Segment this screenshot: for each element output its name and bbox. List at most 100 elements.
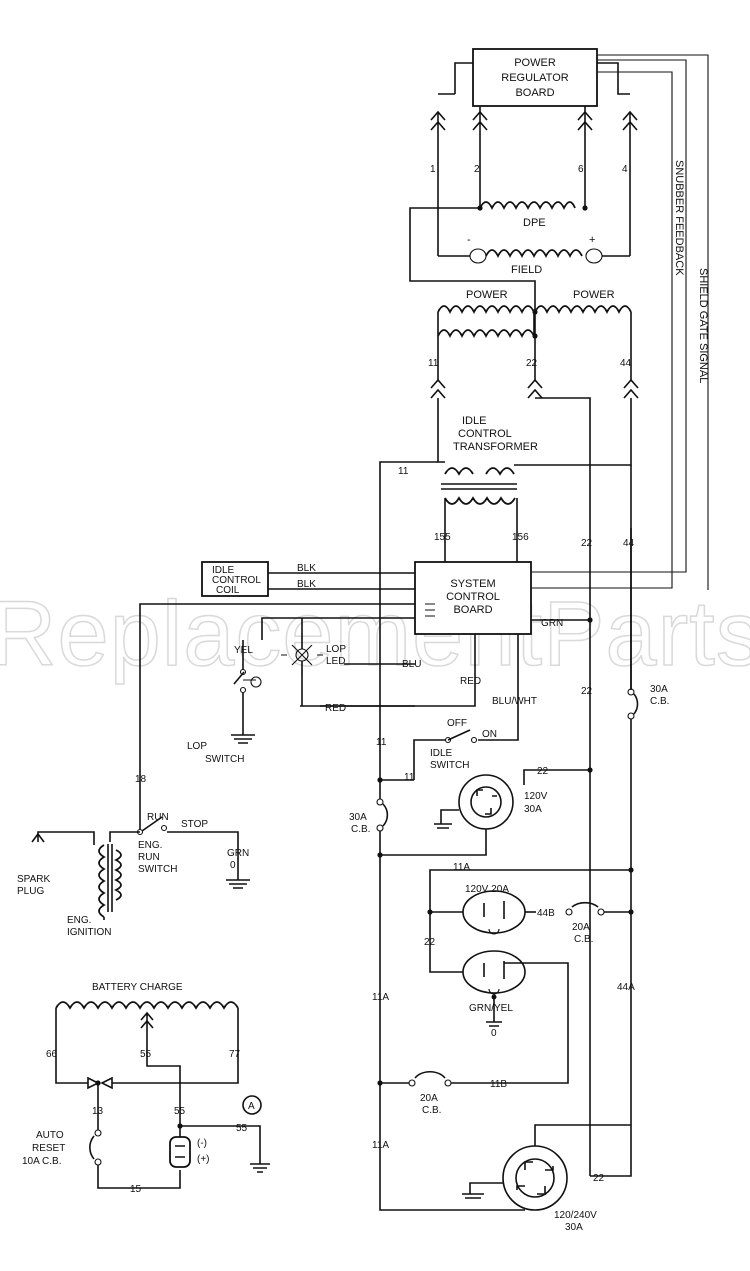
cb-20a-right: 20A C.B. (565, 901, 605, 945)
run-label: RUN (147, 812, 169, 823)
outlet-240-label-2: 30A (565, 1222, 583, 1233)
field-plus: + (589, 234, 595, 246)
wire-11-left: 11 (398, 466, 409, 477)
idle-control-coil: IDLE CONTROL COIL (201, 561, 269, 597)
cb-20a-right-2: C.B. (574, 934, 593, 945)
wire-4-label: 4 (622, 164, 628, 175)
wire-red-1: RED (460, 676, 481, 687)
battery: (-) (+) (169, 1136, 210, 1168)
auto-reset-cb: AUTO RESET 10A C.B. (22, 1129, 102, 1167)
auto-reset-label-1: AUTO (36, 1130, 64, 1141)
idle-switch-label-1: IDLE (430, 748, 453, 759)
eng-ignition-label-2: IGNITION (67, 927, 111, 938)
wire-11a-2: 11A (372, 992, 389, 1003)
shield-gate-signal-label: SHIELD GATE SIGNAL (697, 268, 709, 383)
lop-led-label-1: LOP (326, 644, 346, 655)
system-control-board: SYSTEM CONTROL BOARD (414, 561, 532, 635)
wire-2-label: 2 (474, 164, 480, 175)
wire-blu-wht: BLU/WHT (492, 696, 537, 707)
wire-55-a: 55 (140, 1049, 152, 1060)
lop-led-label-2: LED (326, 656, 345, 667)
outlet-30a-label-1: 120V (524, 791, 548, 802)
wire-55-c: 55 (236, 1123, 248, 1134)
wire-22-c: 22 (537, 766, 549, 777)
lop-switch-label-1: LOP (187, 741, 207, 752)
idle-switch: BLU/WHT OFF ON IDLE SWITCH (413, 634, 537, 780)
wire-155: 155 (434, 532, 451, 543)
wire-44-mid: 44 (623, 538, 635, 549)
wire-44-top: 44 (620, 358, 632, 369)
icc-label-1: IDLE (212, 565, 235, 576)
grn-0-label: GRN (227, 848, 249, 859)
wire-156: 156 (512, 532, 529, 543)
wire-44a: 44A (617, 982, 635, 993)
wire-11a-3: 11A (372, 1140, 389, 1151)
battery-charge-label: BATTERY CHARGE (92, 982, 183, 993)
auto-reset-label-2: RESET (32, 1143, 65, 1154)
spark-plug-label-2: PLUG (17, 886, 44, 897)
prb-label-1: POWER (514, 57, 556, 69)
watermark: ReplacementParts.com (0, 583, 750, 685)
power-windings: POWER POWER (437, 289, 632, 380)
cb-20a-bottom-1: 20A (420, 1093, 438, 1104)
circle-a-marker: A (242, 1095, 262, 1115)
lop-switch: LOP SWITCH (187, 640, 262, 765)
wire-blk-2: BLK (297, 579, 316, 590)
scb-label-1: SYSTEM (450, 578, 495, 590)
scb-label-3: BOARD (453, 604, 492, 616)
cb-30a-top-2: C.B. (650, 696, 669, 707)
idle-off: OFF (447, 718, 467, 729)
svg-text:SHIELD GATE SIGNAL: SHIELD GATE SIGNAL (697, 268, 709, 383)
spark-plug-label-1: SPARK (17, 874, 50, 885)
outlet-30a-label-2: 30A (524, 804, 542, 815)
wire-22-d: 22 (424, 937, 436, 948)
cb-30a-left-1: 30A (349, 812, 367, 823)
battery-minus: (-) (197, 1138, 207, 1149)
outlet-120v-30a: 120V 30A (458, 774, 548, 830)
eng-ignition-coil: SPARK PLUG ENG. IGNITION (17, 831, 122, 938)
zero-a: 0 (230, 860, 236, 871)
circle-a-label: A (248, 1101, 255, 1112)
eng-run-switch: RUN STOP GRN 0 ENG. RUN SWITCH (136, 812, 250, 889)
icc-label-2: CONTROL (212, 575, 261, 586)
eng-ignition-label-1: ENG. (67, 915, 91, 926)
eng-run-label-3: SWITCH (138, 864, 177, 875)
power-left-label: POWER (466, 289, 508, 301)
dpe-winding: DPE (477, 201, 588, 229)
auto-reset-label-3: 10A C.B. (22, 1156, 61, 1167)
eng-run-label-1: ENG. (138, 840, 162, 851)
idle-on: ON (482, 729, 497, 740)
idle-control-transformer: IDLE CONTROL TRANSFORMER (441, 415, 538, 505)
cb-30a-top: 30A C.B. (627, 684, 669, 720)
icc-label-3: COIL (216, 585, 240, 596)
cb-30a-left-2: C.B. (351, 824, 370, 835)
wire-22-b: 22 (581, 686, 593, 697)
dpe-label: DPE (523, 217, 546, 229)
ict-label-2: CONTROL (458, 428, 512, 440)
connector-chevrons (430, 110, 638, 131)
duplex-label: 120V 20A (465, 884, 509, 895)
ict-label-3: TRANSFORMER (453, 441, 538, 453)
wire-11a-1: 11A (453, 862, 470, 873)
field-winding: - + FIELD (438, 234, 630, 276)
wire-66: 66 (46, 1049, 58, 1060)
wire-grn: GRN (541, 618, 563, 629)
wire-red-2: RED (325, 703, 346, 714)
grn-yel-label: GRN/YEL (469, 1003, 513, 1014)
wire-blk-1: BLK (297, 563, 316, 574)
idle-switch-label-2: SWITCH (430, 760, 469, 771)
wire-18: 18 (135, 774, 147, 785)
wire-11-b: 11 (404, 772, 415, 783)
wire-15: 15 (130, 1184, 142, 1195)
wire-13: 13 (92, 1106, 104, 1117)
scb-label-2: CONTROL (446, 591, 500, 603)
wire-11-top: 11 (428, 358, 439, 369)
wire-1-label: 1 (430, 164, 436, 175)
wire-22-e: 22 (593, 1173, 605, 1184)
cb-30a-top-1: 30A (650, 684, 668, 695)
field-label: FIELD (511, 264, 542, 276)
battery-plus: (+) (197, 1154, 210, 1165)
duplex-outlet-120v-20a: 120V 20A (462, 884, 526, 1000)
